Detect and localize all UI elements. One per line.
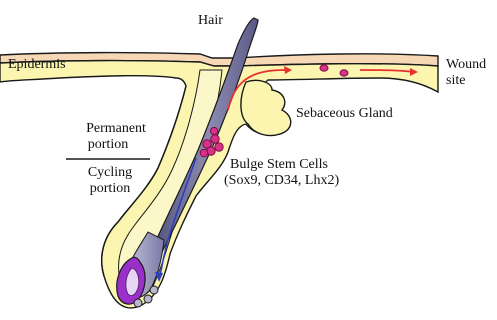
bulge-stem-cell bbox=[215, 143, 223, 151]
bulge-stem-cell bbox=[200, 149, 208, 157]
sebaceous-gland-label: Sebaceous Gland bbox=[296, 106, 393, 122]
cycling-portion-label-line1: Cycling bbox=[78, 165, 142, 181]
migrating-cell bbox=[340, 70, 348, 76]
permanent-portion-label-line2: portion bbox=[76, 137, 140, 153]
bulge-stem-cells-label: Bulge Stem Cells bbox=[230, 157, 328, 173]
bulb-cell bbox=[144, 295, 152, 303]
bulge-stem-cell bbox=[210, 127, 217, 134]
wound-site-label-line1: Wound bbox=[446, 57, 486, 73]
bulb-cell bbox=[134, 299, 142, 307]
bulge-markers-label: (Sox9, CD34, Lhx2) bbox=[224, 173, 339, 189]
wound-site-label-line2: site bbox=[446, 73, 465, 89]
hair-label: Hair bbox=[198, 13, 223, 29]
migrating-cell bbox=[320, 65, 328, 71]
permanent-portion-label-line1: Permanent bbox=[76, 121, 156, 137]
bulb-cell bbox=[150, 286, 158, 294]
bulge-stem-cell bbox=[211, 135, 219, 143]
epidermis-label: Epidermis bbox=[8, 57, 66, 73]
cycling-portion-label-line2: portion bbox=[78, 181, 142, 197]
